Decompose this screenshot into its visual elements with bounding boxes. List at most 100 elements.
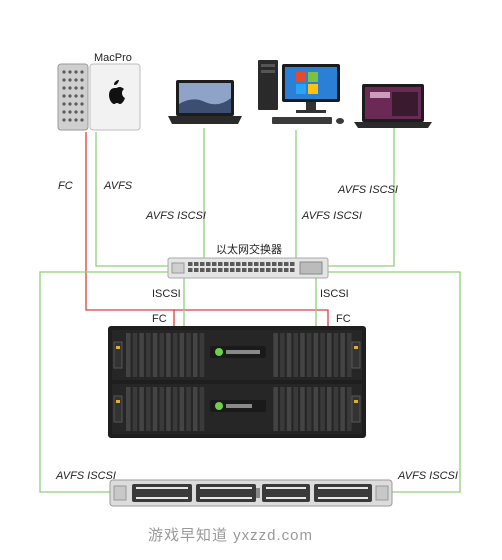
drive-slot [286,387,292,431]
drive-slot [273,387,278,431]
eth-line-macpro [95,132,170,267]
switch-port [242,262,247,266]
desktop-pc-device [258,60,344,124]
switch-port [218,262,223,266]
drive-slot [286,333,292,377]
drive-slot [166,333,171,377]
switch-port [260,262,265,266]
laptop-device [168,80,242,124]
drive-slot [306,333,312,377]
switch-port [194,262,199,266]
drive-slot [126,333,131,377]
switch-port [206,262,211,266]
drive-slot [152,387,158,431]
drive-slot [179,333,185,377]
switch-port [230,262,235,266]
switch-port [290,268,295,272]
switch-port [284,268,289,272]
drive-slot [186,333,191,377]
fc-line-right [174,309,329,326]
ethernet-switch-device [167,257,329,279]
drive-slot [186,387,191,431]
drive-slot [320,333,325,377]
drive-slot [273,333,278,377]
macpro-device [57,63,141,131]
eth-line-laptop2 [326,128,395,267]
eth-line-server-right [326,271,461,493]
avfs-label-left: AVFS [104,180,133,192]
drive-slot [327,387,332,431]
drive-slot [313,333,319,377]
drive-slot [139,387,144,431]
switch-port [260,268,265,272]
switch-port [212,268,217,272]
fc-lines [85,132,329,326]
drive-slot [146,333,151,377]
switch-port [248,262,253,266]
rack-server-device [109,479,393,507]
drive-slot [347,387,352,431]
drive-slot [306,387,312,431]
drive-slot [152,333,158,377]
drive-slot [347,333,352,377]
drive-slot [179,387,185,431]
iscsi-label-right: ISCSI [320,288,349,300]
switch-port [242,268,247,272]
drive-slot [159,333,164,377]
avfs-iscsi-label-bottom-left: AVFS ISCSI [56,470,116,482]
switch-port [206,268,211,272]
drive-slot [280,387,285,431]
drive-slot [293,333,298,377]
switch-port [224,268,229,272]
switch-port [272,262,277,266]
switch-label: 以太网交换器 [216,244,282,256]
drive-slot [159,387,164,431]
drive-slot [320,387,325,431]
switch-port [194,268,199,272]
avfs-iscsi-label-desktop: AVFS ISCSI [302,210,362,222]
drive-slot [333,387,339,431]
switch-port [266,268,271,272]
avfs-iscsi-label-bottom-right: AVFS ISCSI [398,470,458,482]
iscsi-label-left: ISCSI [152,288,181,300]
drive-slot [146,387,151,431]
apple-logo-icon [109,80,125,104]
switch-port [188,268,193,272]
drive-slot [333,333,339,377]
drive-slot [280,333,285,377]
fc-label-storage-left: FC [152,313,167,325]
macpro-label: MacPro [94,52,132,64]
drive-slot [340,333,345,377]
laptop-2-device [354,84,432,128]
fc-line-left [85,132,175,326]
switch-port [248,268,253,272]
switch-port [230,268,235,272]
switch-port [212,262,217,266]
switch-port [278,268,283,272]
drive-slot [199,333,205,377]
switch-port [200,262,205,266]
drive-slot [172,333,178,377]
avfs-iscsi-label-laptop2: AVFS ISCSI [338,184,398,196]
switch-port [278,262,283,266]
drive-slot [132,333,138,377]
avfs-iscsi-label-laptop: AVFS ISCSI [146,210,206,222]
fc-label-storage-right: FC [336,313,351,325]
switch-port [266,262,271,266]
storage-enclosure-device [108,326,366,438]
switch-port [218,268,223,272]
drive-slot [300,387,305,431]
drive-slot [313,387,319,431]
eth-line-server-left [39,271,170,493]
drive-slot [327,333,332,377]
switch-port [236,268,241,272]
drive-slot [193,333,198,377]
drive-slot [126,387,131,431]
switch-port [254,268,259,272]
switch-port [224,262,229,266]
ethernet-lines [39,128,461,493]
drive-slot [132,387,138,431]
drive-slot [172,387,178,431]
switch-port [272,268,277,272]
switch-port [290,262,295,266]
